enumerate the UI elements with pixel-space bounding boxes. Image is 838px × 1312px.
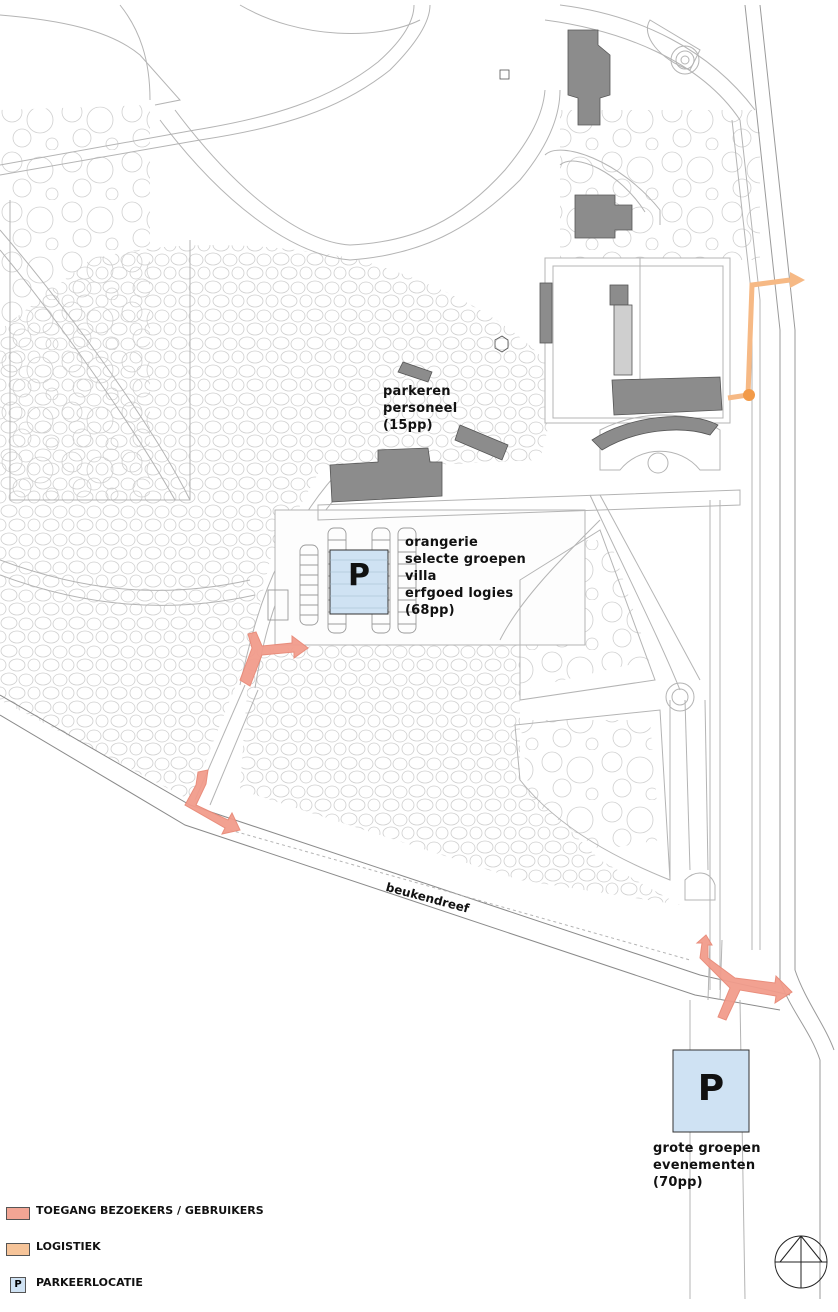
large-groups-line1: grote groepen [653,1141,761,1156]
legend-label-visitor-access: TOEGANG BEZOEKERS / GEBRUIKERS [36,1204,264,1217]
large-groups-parking-label: grote groepen evenementen (70pp) [653,1140,761,1191]
villa-building [329,447,443,503]
cobbled-lawn-south [240,620,680,905]
visitor-arrow-beukendreef-west [184,769,241,835]
logistics-swatch [6,1243,30,1256]
orangerie-line2: selecte groepen [405,552,526,567]
orangerie-line3: villa [405,569,437,584]
parking-zone-large-groups [672,1049,750,1133]
orangerie-line4: erfgoed logies [405,586,514,601]
logistics-gate-dot [743,389,755,401]
outbuilding [574,194,633,239]
visitor-access-swatch [6,1207,30,1220]
parking-symbol-swatch: P [10,1277,26,1293]
woodland-south-lawn [520,720,660,850]
logistics-route [727,272,805,401]
staff-parking-line1: parkeren [383,384,451,399]
orangerie-arc [591,416,719,451]
orangerie-parking-label: orangerie selecte groepen villa erfgoed … [405,534,526,619]
castle-building [567,29,611,126]
staff-building-east [454,424,509,461]
hexagon-pavilion [494,335,509,353]
staff-parking-capacity: (15pp) [383,418,433,433]
legend-label-parking: PARKEERLOCATIE [36,1276,143,1289]
orangerie-glasshouse [613,304,633,376]
staff-parking-label: parkeren personeel (15pp) [383,383,457,434]
parking-symbol-large-groups: P [697,1068,725,1109]
parking-zone-orangerie [329,549,389,615]
visitor-arrow-beukendreef-east [695,934,793,1021]
large-groups-capacity: (70pp) [653,1175,703,1190]
visitor-arrow-west-fork [239,631,309,687]
staff-building-north [397,361,433,383]
orangerie-line1: orangerie [405,535,478,550]
park-vegetation [0,105,760,905]
path-network [0,4,835,1299]
buildings [329,29,723,503]
large-groups-line2: evenementen [653,1158,756,1173]
orangerie-main-hall [611,376,723,416]
north-arrow-icon [774,1235,828,1289]
parking-symbol-orangerie: P [348,558,370,593]
visitor-access-arrows [184,631,793,1021]
staff-parking-line2: personeel [383,401,458,416]
small-building [499,69,510,80]
orangerie-wing [609,284,629,306]
legend-label-logistics: LOGISTIEK [36,1240,101,1253]
compound-shed [539,282,553,344]
orangerie-capacity: (68pp) [405,603,455,618]
